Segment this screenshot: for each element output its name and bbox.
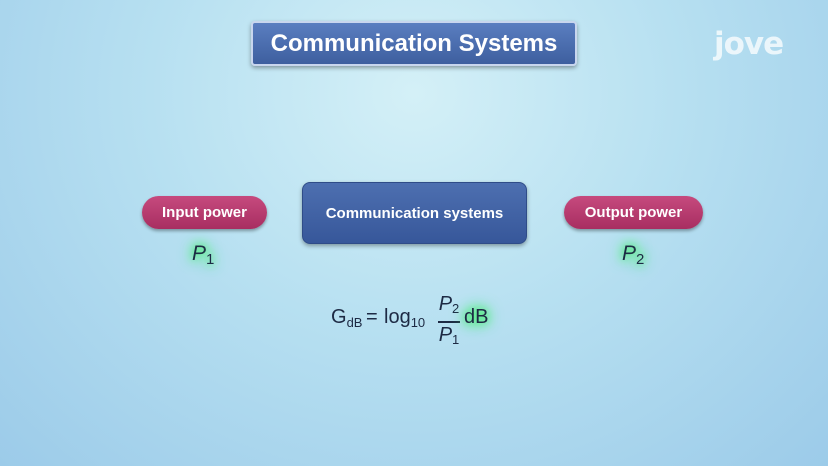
logo-text: jove bbox=[714, 26, 784, 62]
page-title: Communication Systems bbox=[270, 29, 558, 57]
gain-formula: GdB = log10 P2 P1 dB bbox=[331, 290, 501, 347]
input-power-symbol: P1 bbox=[192, 242, 214, 268]
output-power-label: Output power bbox=[584, 204, 683, 221]
formula-fraction: P2 P1 bbox=[437, 292, 461, 352]
fraction-denominator: P1 bbox=[437, 323, 461, 352]
gain-subscript: dB bbox=[346, 315, 363, 330]
p2-letter: P bbox=[622, 242, 637, 265]
gain-symbol: G bbox=[331, 306, 347, 328]
log-word: log bbox=[384, 306, 411, 328]
formula-equals: = bbox=[366, 306, 378, 328]
fraction-numerator: P2 bbox=[437, 292, 461, 321]
denominator-symbol: P bbox=[438, 324, 453, 346]
input-power-label: Input power bbox=[162, 204, 247, 221]
numerator-symbol: P bbox=[438, 293, 453, 315]
output-power-symbol: P2 bbox=[622, 242, 644, 268]
p1-letter: P bbox=[192, 242, 207, 265]
communication-systems-box: Communication systems bbox=[302, 182, 527, 244]
p2-subscript: 2 bbox=[636, 251, 645, 268]
log-base: 10 bbox=[410, 315, 426, 330]
denominator-subscript: 1 bbox=[452, 332, 460, 347]
title-banner: Communication Systems bbox=[251, 21, 577, 66]
fraction-bar bbox=[438, 321, 460, 323]
formula-unit: dB bbox=[464, 306, 489, 328]
formula-lhs: GdB bbox=[331, 306, 362, 330]
formula-log: log10 bbox=[384, 306, 425, 330]
jove-logo: jove bbox=[714, 26, 790, 62]
numerator-subscript: 2 bbox=[452, 301, 460, 316]
input-power-pill: Input power bbox=[142, 196, 267, 229]
communication-systems-label: Communication systems bbox=[325, 204, 504, 222]
p1-subscript: 1 bbox=[206, 251, 215, 268]
output-power-pill: Output power bbox=[564, 196, 703, 229]
